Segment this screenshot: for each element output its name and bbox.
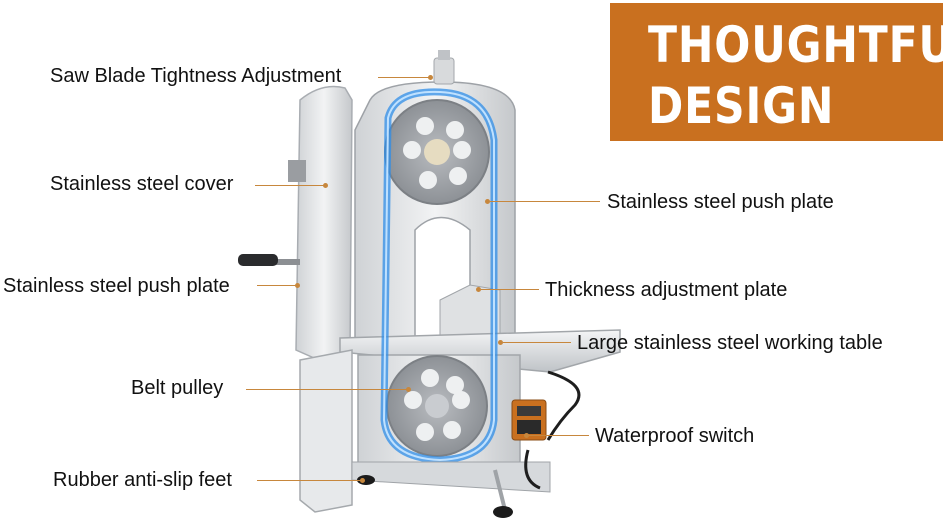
leader-dot-working-table: [498, 340, 503, 345]
leader-dot-push-plate-right: [485, 199, 490, 204]
working-table: [339, 329, 621, 373]
rubber-foot-right: [493, 506, 513, 518]
leader-thickness-plate: [481, 289, 539, 290]
label-push-plate-left: Stainless steel push plate: [3, 275, 230, 297]
title-line-1: THOUGHTFUL: [648, 16, 943, 74]
leader-belt-pulley: [246, 389, 408, 390]
leader-dot-belt-pulley: [406, 387, 411, 392]
leader-dot-waterproof-switch: [524, 433, 529, 438]
label-thickness-plate: Thickness adjustment plate: [545, 279, 788, 301]
label-stainless-cover: Stainless steel cover: [50, 173, 234, 195]
label-belt-pulley: Belt pulley: [131, 377, 224, 399]
label-waterproof-switch: Waterproof switch: [595, 425, 755, 447]
leader-dot-saw-blade-tightness: [428, 75, 433, 80]
label-push-plate-right: Stainless steel push plate: [607, 191, 834, 213]
label-saw-blade-tightness: Saw Blade Tightness Adjustment: [50, 65, 342, 87]
leader-push-plate-left: [257, 285, 297, 286]
label-rubber-feet: Rubber anti-slip feet: [53, 469, 232, 491]
leader-waterproof-switch: [529, 435, 589, 436]
lower-door: [299, 349, 353, 513]
leader-working-table: [503, 342, 571, 343]
leader-dot-push-plate-left: [295, 283, 300, 288]
stainless-cover-door: [295, 85, 353, 366]
leader-dot-thickness-plate: [476, 287, 481, 292]
title-line-2: DESIGN: [648, 77, 835, 135]
leader-rubber-feet: [257, 480, 362, 481]
leader-push-plate-right: [490, 201, 600, 202]
leader-dot-rubber-feet: [360, 478, 365, 483]
leader-stainless-cover: [255, 185, 325, 186]
label-working-table: Large stainless steel working table: [577, 332, 883, 354]
leader-saw-blade-tightness: [378, 77, 430, 78]
leader-dot-stainless-cover: [323, 183, 328, 188]
title-banner: THOUGHTFUL DESIGN: [610, 3, 943, 141]
